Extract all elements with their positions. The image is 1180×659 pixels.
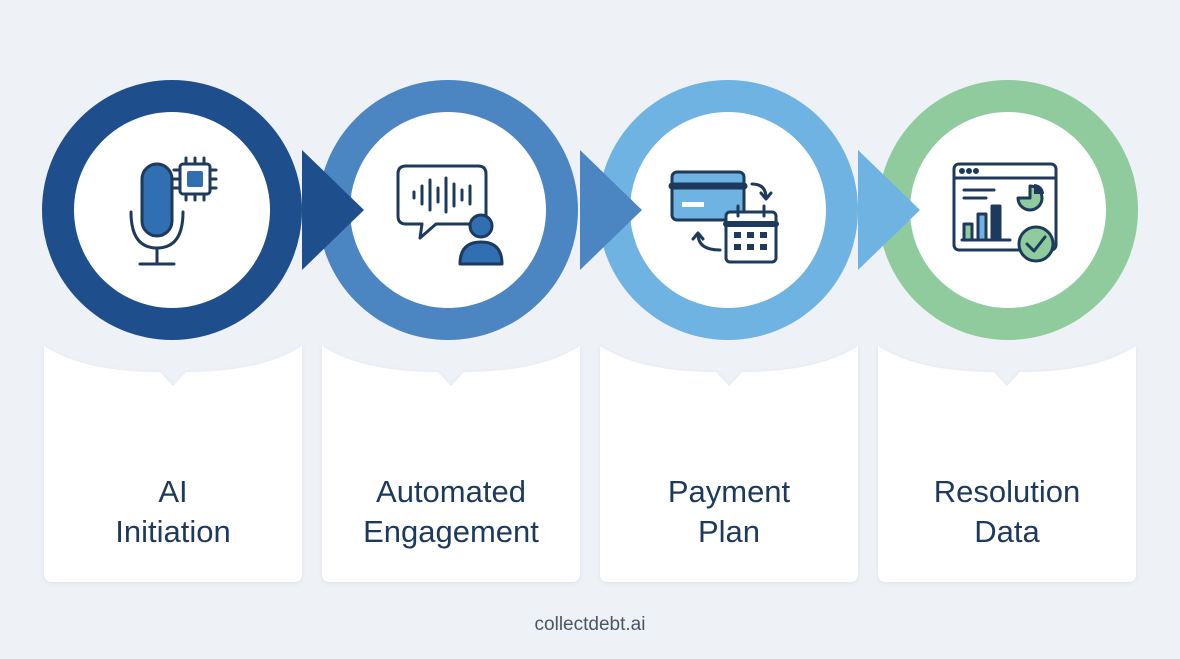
voice-message-user-icon (396, 164, 504, 266)
step-label-2-line-1: Automated (376, 474, 526, 509)
step-label-3-line-1: Payment (667, 474, 791, 509)
step-label-4-line-2: Data (974, 514, 1040, 549)
step-label-2: Automated Engagement (322, 472, 580, 552)
step-card-payment-plan (600, 0, 858, 582)
arrow-1-to-2 (302, 150, 364, 270)
arrow-2-to-3 (580, 150, 642, 270)
step-card-ai-initiation (44, 0, 302, 582)
step-label-3: Payment Plan (600, 472, 858, 552)
step-label-2-line-2: Engagement (363, 514, 539, 549)
arrow-3-to-4 (858, 150, 920, 270)
card-calendar-icon (668, 170, 779, 264)
step-label-3-line-2: Plan (697, 514, 761, 549)
step-label-1-line-2: Initiation (115, 514, 231, 549)
dashboard-check-icon (952, 162, 1058, 263)
step-card-automated-engagement (322, 0, 580, 582)
step-label-4-line-1: Resolution (933, 474, 1081, 509)
step-label-1: AI Initiation (44, 472, 302, 552)
step-label-4: Resolution Data (878, 472, 1136, 552)
microphone-chip-icon (129, 156, 218, 266)
step-label-1-line-1: AI (158, 474, 188, 509)
step-card-resolution-data (878, 0, 1136, 582)
footer-brand: collectdebt.ai (534, 614, 646, 635)
